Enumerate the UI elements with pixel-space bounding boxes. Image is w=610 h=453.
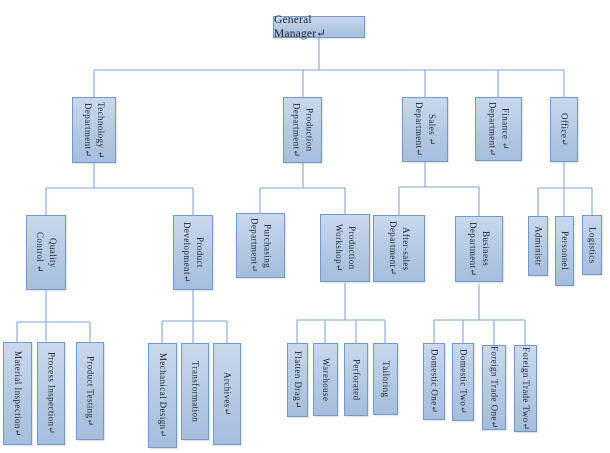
node-product-testing-label: Product Testing↵ <box>85 355 96 427</box>
node-foreign-trade-one: Foreign Trade One↵ <box>482 345 506 430</box>
node-tailoring-label: Tailoring <box>381 360 391 398</box>
node-general-manager-label: General Manager↵ <box>274 14 327 40</box>
node-quality-control-label: Quality <box>48 237 58 268</box>
node-transformation: Transformation <box>181 343 209 440</box>
node-warehouse-label: Warehouse <box>321 357 331 402</box>
node-sales-department-label: Sales ↵ <box>427 113 437 146</box>
node-general-manager: General Manager↵ <box>273 14 365 40</box>
node-tailoring: Tailoring <box>373 343 398 415</box>
node-flatten-drag: Flatten Drag↵ <box>287 343 308 417</box>
node-business-department-label: Business <box>481 231 491 267</box>
node-transformation-label: Transformation <box>190 360 201 423</box>
node-perforated: Perforated <box>344 343 368 416</box>
node-domestic-two-label: Domestic Two↵ <box>458 349 469 415</box>
node-personnel: Personnel <box>555 216 574 286</box>
node-foreign-trade-two: Foreign Trade Two↵ <box>514 345 537 432</box>
node-mechanical-design: Mechanical Design↵ <box>148 343 177 448</box>
node-warehouse: Warehouse <box>313 343 338 416</box>
node-after-sales-department-label: After-sales <box>401 226 411 271</box>
node-flatten-drag-label: Flatten Drag↵ <box>293 351 303 409</box>
node-process-inspection-label: Process Inspection↵ <box>46 352 57 435</box>
node-sales-department: Sales ↵Department↵ <box>402 97 448 162</box>
node-technology-department-label: Technology ↵ <box>96 101 106 159</box>
node-product-development-label: Product <box>195 237 205 268</box>
node-finance-department: Finance ↵Department↵ <box>475 97 522 161</box>
node-administr: Administr <box>528 216 548 276</box>
node-archives-label: Archives↵ <box>222 372 233 416</box>
node-technology-department: Technology ↵Department↵ <box>72 97 116 163</box>
node-domestic-one: Domestic One↵ <box>423 343 445 420</box>
node-finance-department-label: Finance ↵ <box>500 108 511 150</box>
node-personnel-label: Personnel <box>560 231 570 271</box>
node-logistics: Logistics <box>582 215 602 275</box>
node-administr-label: Administr <box>533 225 544 267</box>
node-office-label: Office↵ <box>559 112 570 147</box>
node-logistics-label: Logistics <box>587 226 598 264</box>
node-product-testing: Product Testing↵ <box>76 342 104 440</box>
node-production-department-label: Production <box>304 108 315 152</box>
node-archives: Archives↵ <box>213 343 241 445</box>
node-production-workshop-label: Production <box>347 226 357 270</box>
node-perforated-label: Perforated <box>351 358 362 401</box>
node-material-inspection: Material Inspection↵ <box>3 342 32 445</box>
node-foreign-trade-one-label: Foreign Trade One↵ <box>489 346 500 429</box>
node-domestic-two: Domestic Two↵ <box>452 343 474 421</box>
node-material-inspection-label: Material Inspection↵ <box>13 350 23 437</box>
node-foreign-trade-two-label: Foreign Trade Two↵ <box>521 346 531 431</box>
node-purchasing-department-label: Purchasing <box>262 223 273 268</box>
node-process-inspection: Process Inspection↵ <box>37 342 65 445</box>
node-domestic-one-label: Domestic One↵ <box>429 349 440 414</box>
node-office: Office↵ <box>550 97 578 162</box>
node-mechanical-design-label: Mechanical Design↵ <box>158 353 168 438</box>
